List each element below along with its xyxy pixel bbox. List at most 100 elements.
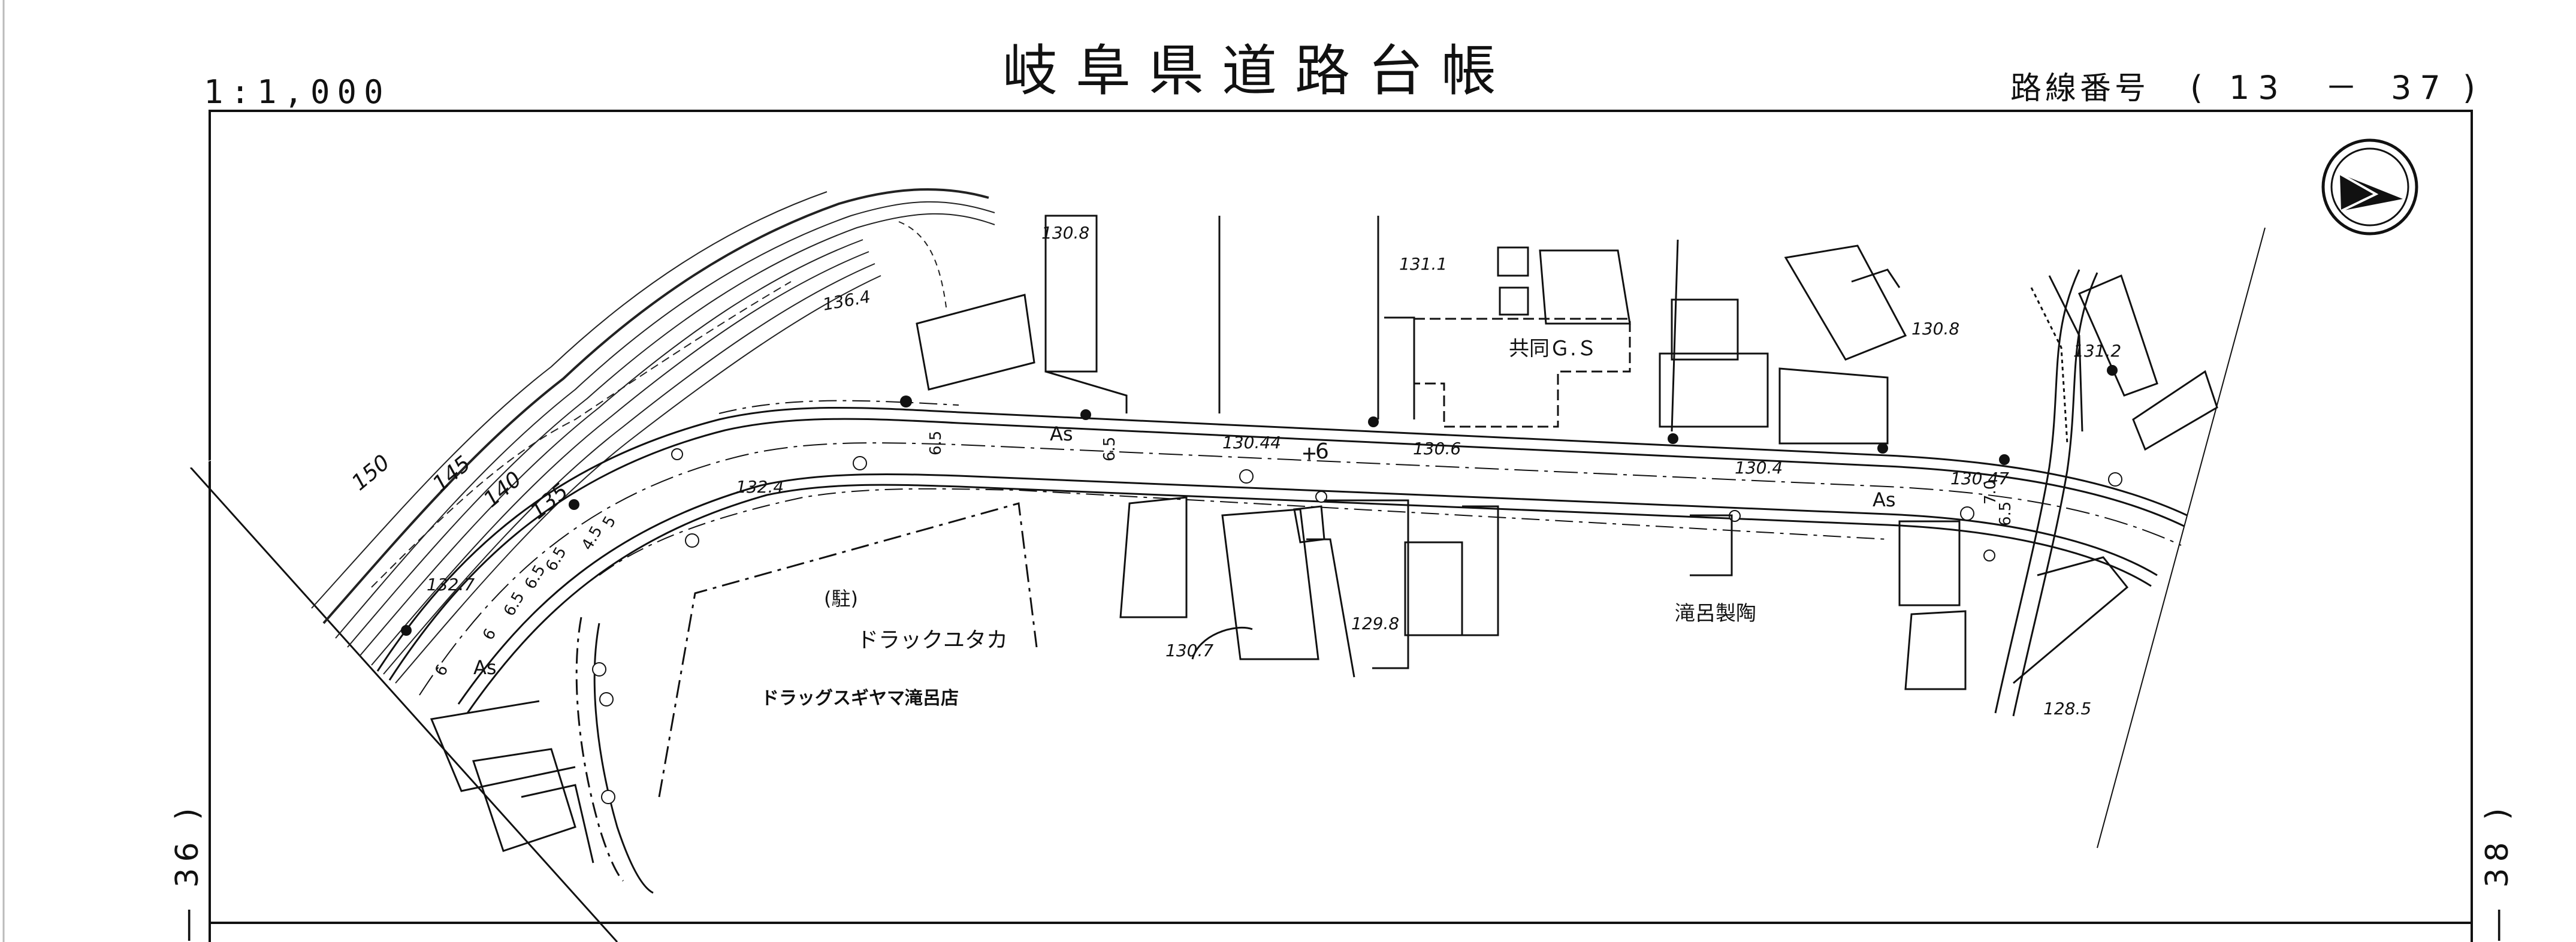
elevation-label: 130.7: [1165, 641, 1213, 660]
road-centerline: [419, 442, 2182, 696]
width-label: 6.5: [500, 589, 529, 620]
building: [1384, 316, 1415, 419]
utility-pole-marker: [1668, 433, 1678, 444]
building: [521, 784, 594, 864]
building: [1659, 352, 1769, 428]
elevation-label: 132.7: [427, 575, 475, 594]
page-title: 岐阜県道路台帳: [1002, 39, 1514, 103]
building: [1671, 298, 1739, 361]
road-boundary-south: [599, 488, 1888, 576]
surface-label: As: [1873, 488, 1896, 511]
elevation-label: 129.8: [1351, 614, 1399, 633]
building: [1191, 626, 1253, 660]
surface-label: As: [1050, 422, 1073, 445]
contour-label-145: 145: [428, 451, 475, 497]
manhole-marker: [1983, 550, 1995, 561]
surface-label: As: [473, 656, 497, 679]
building: [1904, 610, 1967, 690]
building: [1044, 215, 1098, 373]
width-label: 6.5: [927, 431, 945, 455]
road-edge-south-outer: [466, 484, 2152, 714]
manhole-marker: [1239, 469, 1254, 484]
buildings: [916, 215, 2218, 717]
road-center-cross: [1303, 448, 1315, 460]
building: [2132, 370, 2218, 451]
width-label: 6: [431, 662, 452, 679]
manhole-marker: [685, 533, 699, 548]
building: [1306, 538, 1355, 678]
building: [1293, 505, 1325, 544]
neighbor-sheet-left: ― 36 ): [170, 802, 206, 941]
contour-label-150: 150: [347, 450, 394, 496]
elevation-label: 130.8: [1911, 319, 1959, 339]
building: [472, 748, 576, 852]
route-number: 路線番号 ( 13 － 37 ): [2010, 69, 2475, 107]
elevation-label: 128.5: [2043, 699, 2091, 718]
side-road-south-2: [575, 617, 624, 882]
sheet-cut-right: [2097, 227, 2266, 849]
sheet-cut-left-top: [190, 383, 432, 468]
elevation-label: 136.4: [821, 286, 872, 314]
route-number-b: 37: [2391, 69, 2449, 107]
building: [1898, 520, 1961, 606]
elevation-label: 132.4: [736, 477, 784, 497]
road-corridor: [376, 400, 2188, 894]
building: [1404, 541, 1463, 636]
building: [1851, 268, 1901, 288]
building: [1778, 367, 1889, 445]
neighbor-sheet-right: ― 38 ): [2480, 802, 2515, 941]
building: [1497, 246, 1529, 277]
width-label: 5: [599, 513, 620, 530]
building: [1045, 370, 1128, 413]
building: [1499, 286, 1529, 316]
utility-pole-marker: [900, 395, 912, 407]
utility-pole-marker: [569, 499, 579, 510]
drugstore-label: ドラックユタカ: [857, 628, 1008, 653]
building: [1324, 499, 1409, 669]
width-label: 4.5: [578, 523, 606, 554]
building: [1671, 239, 1679, 432]
sheet-cut-left: [189, 466, 618, 942]
scale-label: 1:1,000: [204, 73, 391, 111]
manhole-marker: [671, 448, 683, 460]
road-markers: [401, 365, 2122, 804]
route-number-a: 13: [2229, 69, 2287, 107]
utility-pole-marker: [1080, 409, 1091, 420]
place-labels: 共同Ｇ.Ｓ (駐) ドラックユタカ ドラッグスギヤマ滝呂店 滝呂製陶: [761, 337, 1756, 709]
manhole-marker: [2108, 472, 2122, 487]
building: [1784, 244, 1907, 361]
utility-pole-marker: [401, 625, 412, 636]
elevation-label: 131.1: [1399, 254, 1447, 274]
building: [1462, 505, 1499, 636]
building: [1221, 508, 1319, 660]
gas-station-label: 共同Ｇ.Ｓ: [1509, 337, 1597, 361]
manhole-marker: [1315, 491, 1327, 503]
width-label: 7.0: [1982, 480, 2000, 505]
elevation-label: 130.47: [1950, 469, 2009, 488]
elevation-label: 130.44: [1222, 433, 1281, 452]
route-number-open: (: [2190, 69, 2203, 107]
building: [2078, 274, 2158, 397]
building: [1119, 496, 1188, 618]
road-edge-north-outer: [376, 406, 2188, 672]
building: [1539, 249, 1631, 325]
manhole-marker: [853, 456, 867, 470]
elevation-labels: 130.8 136.4 131.1 130.8 131.2 130.44 130…: [427, 223, 2121, 718]
route-number-prefix: 路線番号: [2010, 71, 2149, 107]
parking-label: (駐): [824, 587, 858, 610]
utility-pole-marker: [1877, 443, 1888, 454]
road-boundary-north: [718, 400, 959, 414]
road-labels: As As As 6: [473, 422, 1896, 679]
road-edge-north-inner: [388, 418, 2185, 681]
building: [1690, 514, 1733, 576]
elevation-label: 130.8: [1041, 223, 1089, 243]
gas-station-outline: [1414, 318, 1631, 428]
elevation-label: 131.2: [2073, 341, 2121, 361]
north-arrow-icon: [2321, 138, 2418, 236]
contour-labels: 150 145 140 135: [347, 450, 573, 524]
width-label: 6.5: [1101, 437, 1119, 461]
parking-boundary: [658, 502, 1038, 798]
road-edge-south-inner: [457, 473, 2158, 705]
manhole-marker: [599, 692, 614, 707]
